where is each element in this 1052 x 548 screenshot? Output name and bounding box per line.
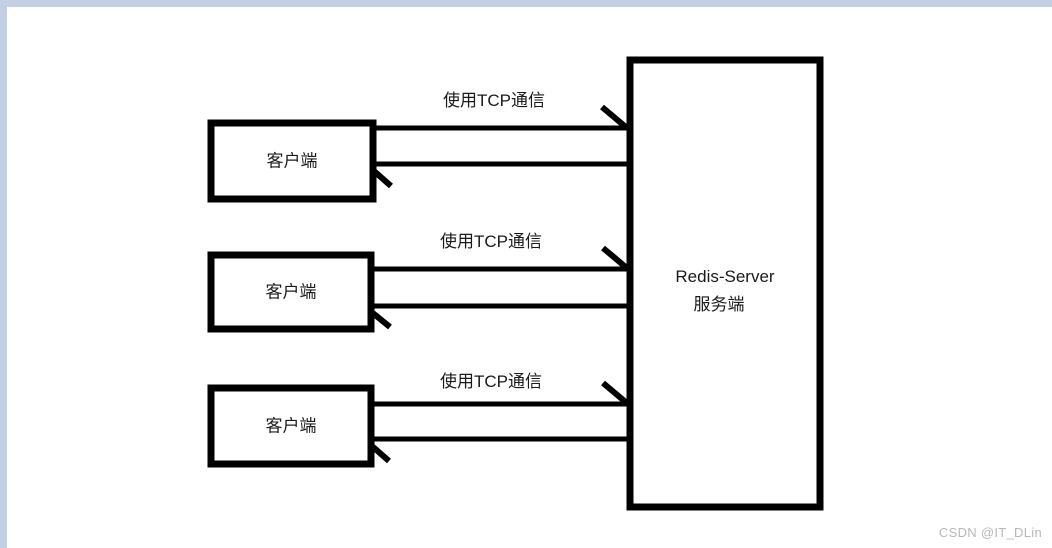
server-node[interactable]: Redis-Server 服务端	[626, 56, 824, 511]
client-label-1: 客户端	[267, 151, 318, 170]
architecture-diagram: 使用TCP通信 使用TCP通信 使用TCP通信 客户端 客户端	[207, 56, 824, 511]
client-label-3: 客户端	[266, 416, 317, 435]
arrow-head-right-1	[600, 104, 629, 131]
client-node-1[interactable]: 客户端	[207, 119, 377, 203]
arrow-head-right-3	[601, 380, 630, 407]
client-box-3[interactable]	[207, 384, 375, 468]
client-node-2[interactable]: 客户端	[207, 251, 375, 333]
connection-row-1: 使用TCP通信	[364, 90, 629, 189]
client-node-3[interactable]: 客户端	[207, 384, 375, 468]
server-box[interactable]	[626, 56, 824, 511]
server-label-line1: Redis-Server	[675, 267, 775, 286]
connection-row-3: 使用TCP通信	[362, 371, 639, 464]
client-label-2: 客户端	[266, 282, 317, 301]
server-label-line2: 服务端	[694, 295, 745, 314]
client-box-1[interactable]	[207, 119, 377, 203]
connection-row-2: 使用TCP通信	[362, 231, 630, 330]
edge-label-3: 使用TCP通信	[440, 371, 542, 391]
watermark: CSDN @IT_DLin	[938, 525, 1042, 540]
arrow-head-right-2	[601, 245, 630, 272]
edge-label-2: 使用TCP通信	[440, 231, 542, 251]
client-box-2[interactable]	[207, 251, 375, 333]
edge-label-1: 使用TCP通信	[443, 90, 545, 110]
